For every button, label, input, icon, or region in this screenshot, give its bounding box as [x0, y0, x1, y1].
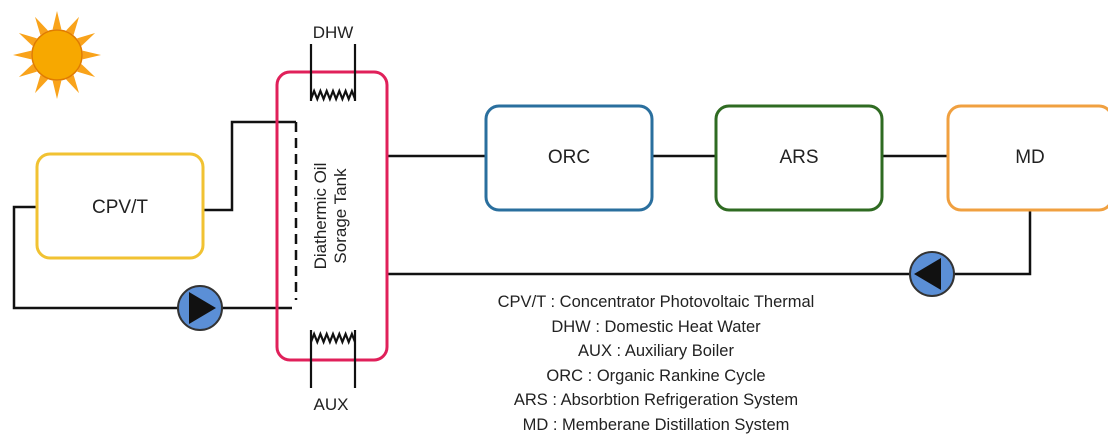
cpvt-supply-line: [203, 122, 296, 210]
orc-label: ORC: [548, 147, 590, 168]
aux-coil: [311, 334, 355, 342]
sun-ray: [13, 51, 31, 60]
legend-item-cpvt: CPV/T : Concentrator Photovoltaic Therma…: [456, 290, 856, 315]
sun-core: [32, 30, 82, 80]
aux-label: AUX: [314, 395, 349, 414]
sun-icon: [13, 11, 101, 99]
legend-item-ars: ARS : Absorbtion Refrigeration System: [456, 388, 856, 413]
pump-icon: [178, 286, 222, 330]
pump-icon: [910, 252, 954, 296]
sun-ray: [83, 51, 101, 60]
ars-label: ARS: [779, 147, 818, 168]
sun-ray: [53, 11, 62, 29]
legend-item-dhw: DHW : Domestic Heat Water: [456, 315, 856, 340]
legend-item-md: MD : Memberane Distillation System: [456, 413, 856, 437]
tank-label-group: Diathermic Oil Sorage Tank: [311, 163, 350, 270]
md-return-line: [954, 210, 1030, 274]
dhw-label: DHW: [313, 23, 354, 42]
legend-item-aux: AUX : Auxiliary Boiler: [456, 339, 856, 364]
cpvt-label: CPV/T: [92, 197, 148, 218]
md-label: MD: [1015, 147, 1045, 168]
legend: CPV/T : Concentrator Photovoltaic Therma…: [456, 290, 856, 437]
tank-label-line2: Sorage Tank: [331, 168, 350, 264]
dhw-coil: [311, 91, 355, 99]
tank-label-line1: Diathermic Oil: [311, 163, 330, 270]
sun-ray: [53, 81, 62, 99]
legend-item-orc: ORC : Organic Rankine Cycle: [456, 364, 856, 389]
